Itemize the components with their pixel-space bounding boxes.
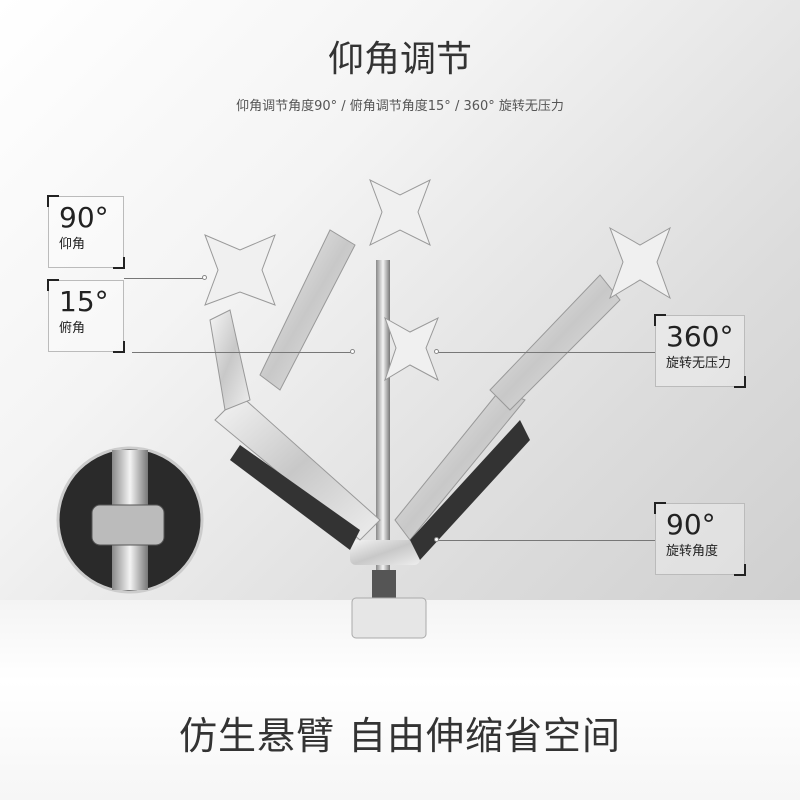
rotation-value: 360°	[666, 320, 734, 353]
tilt-down-value: 15°	[59, 285, 109, 318]
tilt-up-label: 仰角	[59, 237, 86, 252]
leader-dot	[434, 537, 439, 542]
footer-headline: 仿生悬臂 自由伸缩省空间	[178, 714, 622, 758]
callout-tilt-down: 15° 俯角	[47, 279, 125, 353]
leader-line	[438, 352, 655, 353]
callout-tilt-up: 90° 仰角	[47, 195, 125, 269]
leader-line	[132, 352, 352, 353]
leader-dot	[350, 349, 355, 354]
tilt-down-label: 俯角	[59, 321, 86, 336]
swivel-value: 90°	[666, 508, 716, 541]
tilt-up-value: 90°	[59, 201, 109, 234]
leader-line	[438, 540, 655, 541]
swivel-label: 旋转角度	[666, 544, 719, 559]
leader-line	[124, 278, 204, 279]
leader-dot	[202, 275, 207, 280]
page-title: 仰角调节	[327, 39, 472, 80]
callout-rotation: 360° 旋转无压力	[654, 314, 746, 388]
rotation-label: 旋转无压力	[666, 356, 732, 371]
leader-dot	[434, 349, 439, 354]
callout-swivel: 90° 旋转角度	[654, 502, 746, 576]
page-subtitle: 仰角调节角度90° / 俯角调节角度15° / 360° 旋转无压力	[236, 99, 564, 114]
